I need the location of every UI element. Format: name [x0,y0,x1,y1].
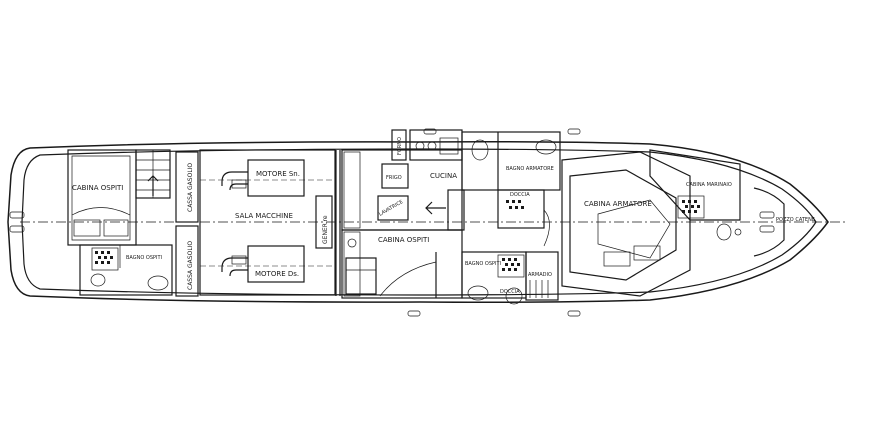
arrow-icon [425,201,446,215]
mid-guest-toilet-icon [505,287,523,305]
owner-bathroom-label: BAGNO ARMATORE [506,166,554,172]
engine-starboard: MOTORE Ds. [221,245,305,283]
galley-sink-icon [439,137,459,155]
shower-tray-icon [91,247,119,271]
engine-port-label: MOTORE Sn. [256,170,300,178]
galley: FORNO FRIGO CUCINA LAVATRICE [341,129,465,231]
mid-guest-cabin-label: CABINA OSPITI [378,236,429,244]
engine-starboard-label: MOTORE Ds. [255,270,299,278]
crew-cabin: CABINA MARINAIO [649,149,742,241]
owner-toilet-icon [471,139,489,161]
fuel-tank-top: CASSA GASOLIO [175,151,199,223]
bulkhead-engine [335,150,341,296]
fuel-tank-bottom: CASSA GASOLIO [175,225,199,297]
aft-guest-cabin: CABINA OSPITI [67,149,137,246]
hull-fittings [9,128,775,317]
mid-guest-cabin: CABINA OSPITI [341,229,463,299]
generator: GENER.re [315,195,333,249]
owner-shower-label: DOCCIA [510,192,530,198]
mid-guest-shower [497,254,525,278]
aft-guest-bathroom-label: BAGNO OSPITI [126,255,162,261]
engine-port: MOTORE Sn. [221,159,305,197]
washing-machine [377,195,409,221]
fridge-label: FRIGO [386,175,402,181]
wardrobe: ARMADIO [525,251,559,301]
galley-label: CUCINA [430,172,457,180]
stairs [135,149,171,199]
aft-guest-cabin-label: CABINA OSPITI [72,184,123,192]
engine-starboard-exhaust-icon [221,257,248,277]
crew-cabin-label: CABINA MARINAIO [686,182,732,188]
generator-label: GENER.re [322,215,329,244]
mid-guest-bathroom-label: BAGNO OSPITI [465,261,501,267]
anchor-locker: POZZO CATENE [753,187,815,257]
owner-bathroom: BAGNO ARMATORE DOCCIA [461,131,561,229]
owner-shower [497,189,545,229]
stair-arrow-icon [147,175,159,196]
stove-icon [415,141,425,151]
fuel-tank-top-label: CASSA GASOLIO [187,163,194,212]
owner-cabin-label: CABINA ARMATORE [584,200,652,208]
hull-outline [7,141,829,303]
washing-machine-label: LAVATRICE [378,199,404,218]
engine-room-label: SALA MACCHINE [235,212,293,220]
owner-pillow-right [633,245,661,261]
crew-shower [677,195,705,219]
fuel-tank-bottom-label: CASSA GASOLIO [187,241,194,290]
owner-cabin: CABINA ARMATORE [561,151,691,297]
crew-toilet-icon [716,223,732,241]
crew-sink-icon [734,228,742,236]
engine-room: MOTORE Sn. MOTORE Ds. SALA MACCHINE [199,149,336,296]
oven [391,129,407,161]
sink-icon [147,275,169,291]
aft-guest-bathroom: BAGNO OSPITI [79,244,173,296]
owner-sink-icon [535,139,557,155]
mid-guest-bathroom: BAGNO OSPITI DOCCIA [461,251,527,305]
anchor-locker-label: POZZO CATENE [776,217,815,223]
engine-port-exhaust-icon [221,171,248,191]
wardrobe-label: ARMADIO [528,272,552,278]
oven-label: FORNO [397,137,403,155]
corridor-curve [543,209,550,247]
owner-pillow-left [603,251,631,267]
mid-guest-sink-icon [467,285,489,301]
mid-guest-shower-label: DOCCIA [500,289,520,295]
fridge [381,163,409,189]
toilet-icon [90,273,106,287]
